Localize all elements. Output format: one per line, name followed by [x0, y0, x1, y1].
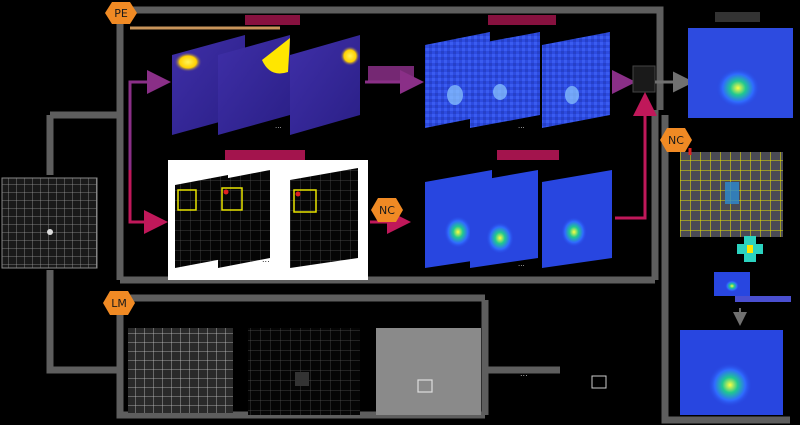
field-map-2-blob [262, 38, 290, 74]
result-map-peak [716, 68, 760, 108]
field-maps-title-bar [245, 15, 300, 25]
arrow-to-grid-sheets [128, 170, 168, 234]
noise-map-3 [542, 32, 610, 128]
arrow-heat-to-combine [615, 92, 657, 220]
grid-sheet-2-window [221, 187, 243, 211]
pe-badge: PE [105, 2, 137, 24]
combine-node [632, 65, 656, 93]
cross-patch-center [747, 245, 753, 253]
lm-badge-label: LM [111, 297, 127, 310]
ellipsis-heat: ... [518, 260, 525, 268]
lm-badge-shape [103, 291, 135, 315]
top-frame-line [120, 6, 664, 110]
noise-map-2 [470, 32, 540, 128]
input-grid-image [1, 177, 98, 269]
grid-sheet-3-marker [295, 191, 301, 197]
cross-patch-bottom [744, 254, 756, 262]
nc-badge-right: NC [660, 128, 692, 152]
small-map-bar [735, 296, 791, 302]
cross-patch [737, 236, 763, 262]
nc-badge-middle-label: NC [379, 204, 395, 217]
arrow-to-field-maps [128, 70, 171, 170]
field-maps-group: ... [172, 35, 360, 135]
output-marker [591, 375, 607, 389]
noise-maps-group: ... [425, 32, 610, 130]
heat-map-2-peak [486, 222, 514, 254]
ellipsis-lower: ... [262, 255, 270, 264]
heat-map-1-peak [444, 216, 472, 248]
noise-map-1-spot [447, 85, 463, 105]
grid-sheet-1-window [177, 189, 197, 211]
noise-maps-title-bar [488, 15, 556, 25]
cross-patch-top [744, 236, 756, 244]
bottom-grid-image [128, 328, 233, 413]
ellipsis-upper: ... [275, 122, 282, 130]
nc-badge-middle: NC [371, 198, 403, 222]
pe-badge-shape [105, 2, 137, 24]
result-map-title-bar [715, 12, 760, 22]
yellow-grid-hotspot [725, 182, 739, 204]
grid-sheet-3-window [293, 189, 317, 213]
nc-badge-middle-shape [371, 198, 403, 222]
nc-badge-right-label: NC [668, 134, 684, 147]
heat-maps-group: ... [425, 170, 612, 268]
large-result-map-peak [708, 363, 752, 407]
noise-map-3-spot [565, 86, 579, 104]
pe-badge-label: PE [114, 7, 128, 20]
bottom-dark-grid-marker [295, 372, 309, 386]
field-map-3-blob [340, 46, 360, 66]
heat-maps-title-bar [497, 150, 559, 160]
field-map-1-blob [174, 52, 202, 72]
transform-label-box [368, 66, 414, 82]
grid-sheet-2-marker [223, 189, 229, 195]
input-down-line [46, 270, 120, 374]
ellipsis-bottom: ... [520, 369, 528, 378]
small-map-peak [725, 280, 739, 292]
right-frame-line [661, 115, 790, 424]
grid-sheet-3 [290, 168, 358, 268]
grid-sheet-1 [175, 175, 228, 268]
input-grid-marker [47, 229, 53, 235]
lm-badge: LM [103, 291, 135, 315]
noise-map-2-spot [493, 84, 507, 100]
bottom-frame-line [116, 295, 485, 419]
ellipsis-middle: ... [518, 122, 525, 130]
bottom-dark-grid-image [248, 328, 360, 415]
grid-sheets-group: ... [175, 168, 358, 268]
heat-map-3-peak [561, 217, 587, 247]
grid-maps-title-bar [225, 150, 305, 160]
grid-sheet-2 [218, 170, 270, 268]
bottom-grey-image [376, 328, 481, 415]
bottom-grey-marker [417, 379, 433, 393]
nc-badge-right-shape [660, 128, 692, 152]
